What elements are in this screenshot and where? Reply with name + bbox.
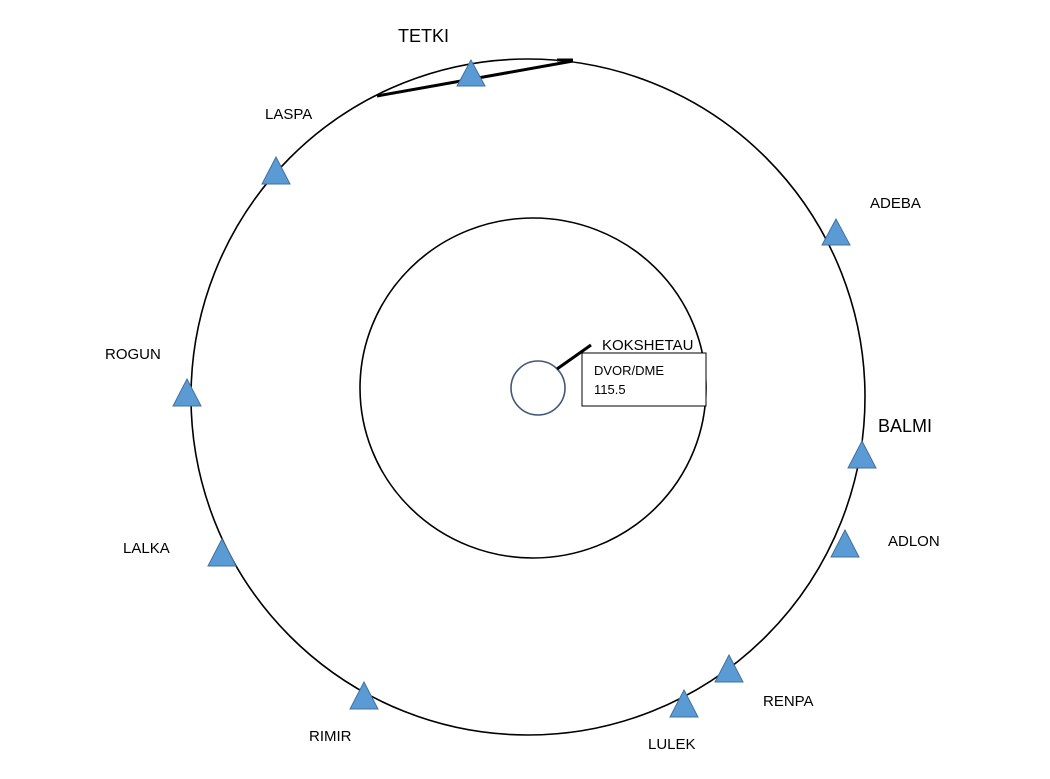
waypoint-label: ADLON	[888, 533, 940, 550]
waypoint-triangle-icon	[349, 680, 379, 710]
navaid-circle	[510, 360, 566, 416]
waypoint-triangle-icon	[714, 653, 744, 683]
waypoint-label: ROGUN	[105, 346, 161, 363]
waypoint-triangle-icon	[669, 688, 699, 718]
waypoint-triangle-icon	[821, 217, 851, 246]
waypoint-triangle-icon	[261, 155, 291, 185]
navaid-info-box	[581, 352, 707, 407]
waypoint-triangle-icon	[830, 528, 860, 558]
navaid-frequency: 115.5	[594, 382, 626, 397]
waypoint-balmi: BALMI	[847, 416, 932, 469]
waypoint-laspa: LASPA	[261, 106, 312, 185]
navaid-type: DVOR/DME	[594, 363, 664, 378]
waypoint-triangle-icon	[847, 439, 877, 469]
waypoint-adeba: ADEBA	[821, 195, 921, 246]
waypoint-renpa: RENPA	[714, 653, 814, 710]
waypoint-triangle-icon	[172, 377, 202, 407]
waypoint-label: LULEK	[648, 736, 696, 753]
waypoint-label: RIMIR	[309, 728, 352, 745]
waypoint-label: TETKI	[398, 26, 449, 46]
waypoint-label: LALKA	[123, 540, 170, 557]
waypoint-rogun: ROGUN	[105, 346, 202, 407]
waypoint-rimir: RIMIR	[309, 680, 379, 745]
waypoint-lalka: LALKA	[123, 537, 237, 567]
waypoint-triangle-icon	[456, 58, 486, 87]
waypoint-label: ADEBA	[870, 195, 921, 212]
navaid-leader-line	[556, 343, 592, 371]
waypoint-label: LASPA	[265, 106, 312, 123]
waypoint-triangle-icon	[207, 537, 237, 567]
waypoint-lulek: LULEK	[648, 688, 699, 753]
waypoint-tetki: TETKI	[398, 26, 486, 87]
waypoint-adlon: ADLON	[830, 528, 940, 558]
navaid-name: KOKSHETAU	[602, 337, 693, 354]
waypoint-label: RENPA	[763, 693, 814, 710]
waypoint-label: BALMI	[878, 416, 932, 436]
